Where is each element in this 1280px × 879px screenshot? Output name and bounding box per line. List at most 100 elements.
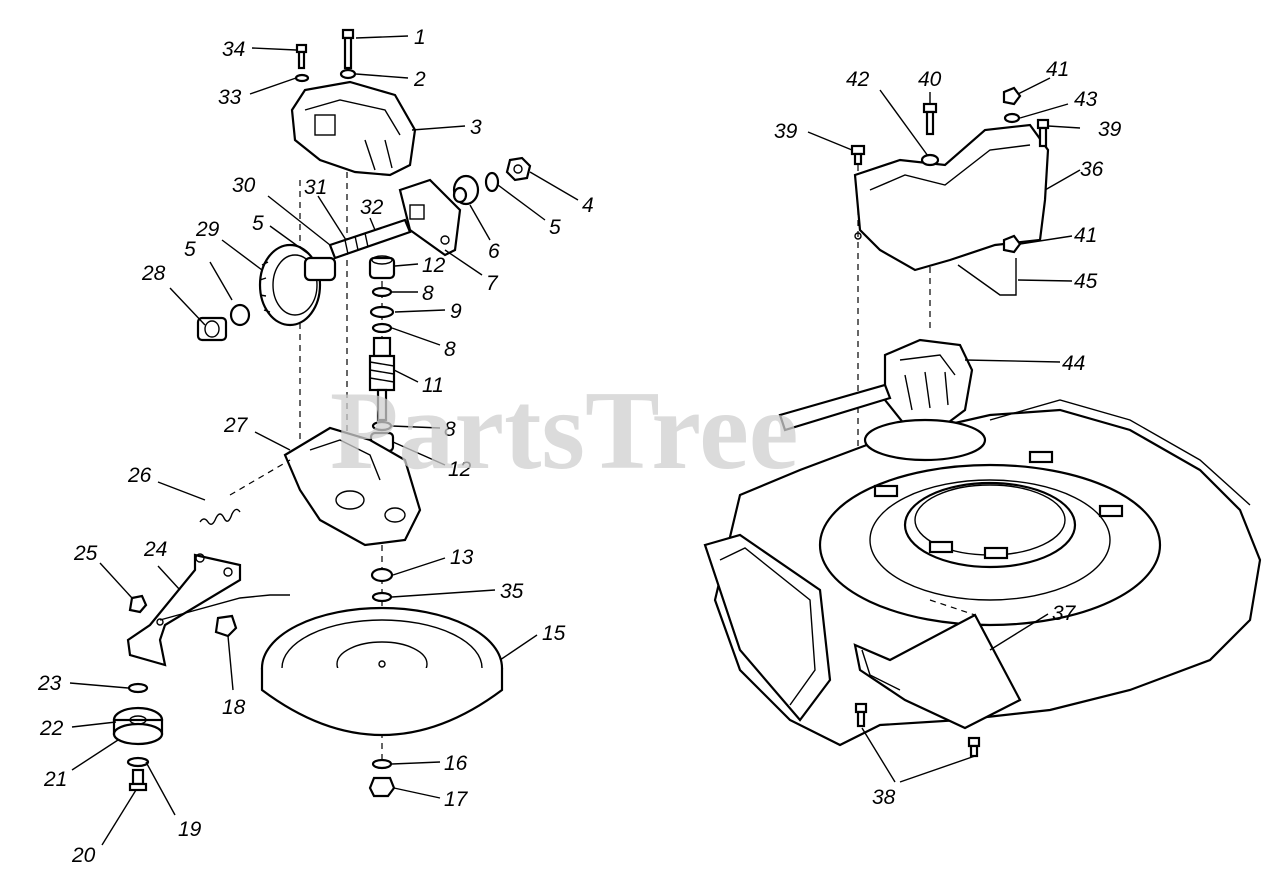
callout-12: 12 <box>422 254 446 277</box>
deck-tab <box>873 484 899 498</box>
bushing-part-6[interactable] <box>452 174 480 206</box>
callout-16: 16 <box>444 752 468 775</box>
nut-part-4[interactable] <box>505 156 532 182</box>
callout-42: 42 <box>846 68 870 91</box>
deck-tab <box>1028 450 1054 464</box>
belt-cover-part-36[interactable] <box>853 123 1050 272</box>
bushing-part-13[interactable] <box>370 567 394 583</box>
washer-part-8[interactable] <box>371 420 393 432</box>
deck-tab <box>928 540 954 554</box>
washer-part-9[interactable] <box>369 305 395 319</box>
leader-lines-left <box>69 35 579 846</box>
screw-part-38[interactable] <box>967 736 981 758</box>
callout-4: 4 <box>582 194 594 217</box>
callout-41: 41 <box>1074 224 1097 247</box>
callout-19: 19 <box>178 818 202 841</box>
nut-part-25[interactable] <box>128 594 148 614</box>
callout-20: 20 <box>71 844 96 867</box>
screw-part-34[interactable] <box>295 43 308 70</box>
callout-15: 15 <box>542 622 566 645</box>
engine-gearbox-part-44[interactable] <box>778 338 974 432</box>
callout-22: 22 <box>39 717 64 740</box>
bolt-part-1[interactable] <box>341 28 355 70</box>
callout-44: 44 <box>1062 352 1085 375</box>
callout-26: 26 <box>127 464 152 487</box>
callout-9: 9 <box>450 300 462 323</box>
callout-43: 43 <box>1074 88 1098 111</box>
bearing-part-28[interactable] <box>196 316 228 342</box>
callout-18: 18 <box>222 696 246 719</box>
screw-part-38[interactable] <box>854 702 868 728</box>
left-assembly: 1 2 3 4 5 6 7 12 8 9 8 11 8 12 13 35 15 … <box>37 26 594 867</box>
nut-part-18[interactable] <box>214 614 238 638</box>
washer-part-8[interactable] <box>371 322 393 334</box>
screw-part-40[interactable] <box>922 102 938 136</box>
callout-1: 1 <box>414 26 426 49</box>
watermark: PartsTree <box>330 369 799 493</box>
deck-tab <box>1098 504 1124 518</box>
washer-part-16[interactable] <box>371 758 393 770</box>
callout-8: 8 <box>444 418 456 441</box>
nut-part-41[interactable] <box>1002 234 1022 254</box>
callout-36: 36 <box>1080 158 1104 181</box>
bolt-part-20[interactable] <box>128 768 148 792</box>
idler-pulley-part-22[interactable] <box>112 706 164 746</box>
washer-part-33[interactable] <box>294 73 310 83</box>
callout-29: 29 <box>195 218 220 241</box>
mower-deck[interactable] <box>703 399 1262 747</box>
bushing-part-12[interactable] <box>368 255 396 280</box>
washer-part-8[interactable] <box>371 286 393 298</box>
callout-38: 38 <box>872 786 896 809</box>
callout-8: 8 <box>444 338 456 361</box>
callout-34: 34 <box>222 38 245 61</box>
spring-part-26[interactable] <box>199 508 241 525</box>
discharge-chute-part-37[interactable] <box>853 599 1022 730</box>
lever-arm-part-24[interactable] <box>126 553 290 667</box>
washer-part-5[interactable] <box>484 171 500 193</box>
callout-5: 5 <box>252 212 264 235</box>
washer-part-2[interactable] <box>339 68 357 80</box>
washer-part-5[interactable] <box>229 303 251 327</box>
washer-part-42[interactable] <box>920 153 940 167</box>
washer-part-19[interactable] <box>126 756 150 768</box>
callout-11: 11 <box>422 374 444 397</box>
callout-8: 8 <box>422 282 434 305</box>
u-bolt-part-45[interactable] <box>957 258 1017 296</box>
callout-23: 23 <box>37 672 62 695</box>
right-assembly: 36 37 38 39 39 40 41 41 42 43 44 45 <box>703 58 1262 809</box>
gearbox-cover-part-3[interactable] <box>290 80 417 177</box>
callouts-right: 36 37 38 39 39 40 41 41 42 43 44 45 <box>774 58 1122 809</box>
leader-lines-right <box>807 77 1081 783</box>
callout-6: 6 <box>488 240 500 263</box>
callout-31: 31 <box>304 176 327 199</box>
washer-part-35[interactable] <box>371 591 393 603</box>
callout-39: 39 <box>774 120 798 143</box>
callout-32: 32 <box>360 196 384 219</box>
screw-part-39[interactable] <box>1036 118 1050 148</box>
drive-pulley-part-15[interactable] <box>260 606 504 736</box>
bracket-plate-part-7[interactable] <box>398 178 462 257</box>
gearbox-housing-part-27[interactable] <box>229 426 422 547</box>
callout-5: 5 <box>184 238 196 261</box>
callout-2: 2 <box>413 68 426 91</box>
callout-45: 45 <box>1074 270 1098 293</box>
worm-shaft-part-11[interactable] <box>368 336 396 422</box>
callout-33: 33 <box>218 86 242 109</box>
callout-39: 39 <box>1098 118 1122 141</box>
washer-part-43[interactable] <box>1003 112 1021 124</box>
callout-17: 17 <box>444 788 469 811</box>
callouts-left: 1 2 3 4 5 6 7 12 8 9 8 11 8 12 13 35 15 … <box>37 26 594 867</box>
washer-part-23[interactable] <box>127 682 149 694</box>
nut-part-17[interactable] <box>368 776 396 798</box>
callout-41: 41 <box>1046 58 1069 81</box>
callout-21: 21 <box>43 768 67 791</box>
callout-24: 24 <box>143 538 167 561</box>
screw-part-39[interactable] <box>850 144 866 166</box>
nut-part-41[interactable] <box>1002 86 1022 106</box>
callout-3: 3 <box>470 116 482 139</box>
callout-7: 7 <box>486 272 499 295</box>
shaft-part-32[interactable] <box>328 218 412 260</box>
deck-tab <box>983 546 1009 560</box>
worm-gear-part-29[interactable] <box>258 243 337 327</box>
